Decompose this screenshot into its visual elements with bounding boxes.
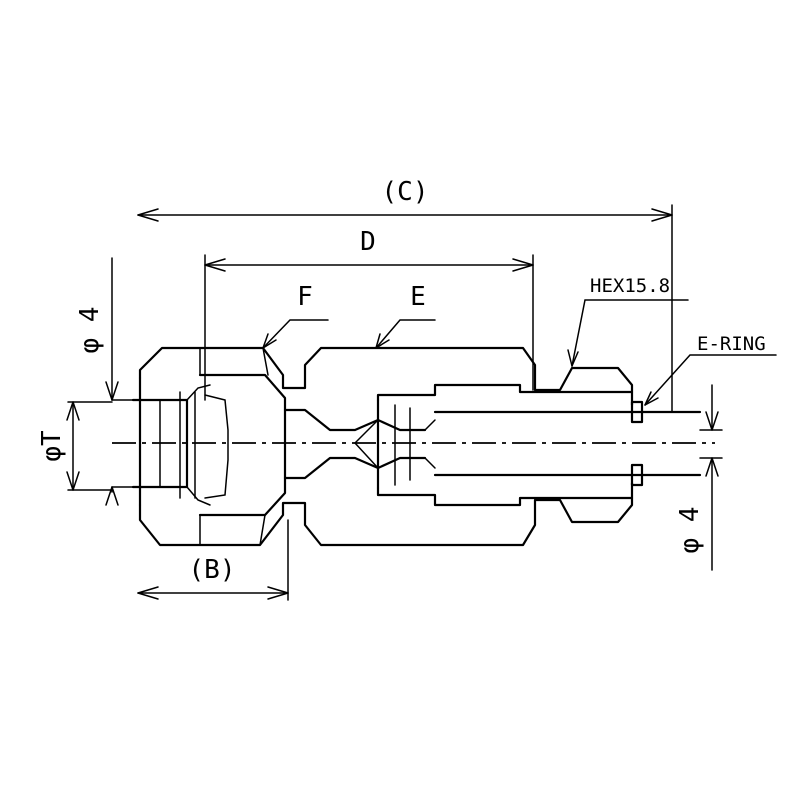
- dimension-phiT: φT: [37, 401, 113, 491]
- ering-callout: E-RING: [644, 333, 777, 406]
- leader-f: F: [262, 282, 329, 349]
- phi4-left-label: φ 4: [75, 307, 105, 354]
- left-nut-edges: [199, 347, 269, 546]
- ering-label: E-RING: [697, 333, 766, 355]
- dimension-d: D: [204, 227, 534, 401]
- inner-seat: [283, 408, 427, 480]
- dimension-c: (C): [137, 177, 673, 413]
- dimension-phi4-right: φ 4: [675, 384, 723, 571]
- label-f: F: [297, 282, 313, 312]
- dimension-b-label: (B): [189, 555, 236, 585]
- hex-label: HEX15.8: [590, 275, 670, 297]
- dimension-phi4-left: φ 4: [75, 257, 141, 506]
- dimension-b: (B): [137, 519, 289, 601]
- phi4-right-label: φ 4: [675, 507, 705, 554]
- dimension-c-label: (C): [382, 177, 429, 207]
- leader-e: E: [375, 282, 436, 349]
- adapter-body: [376, 383, 702, 507]
- dimension-d-label: D: [360, 227, 376, 257]
- ferrule: [131, 373, 287, 517]
- phiT-label: φT: [37, 430, 67, 462]
- e-ring: [630, 400, 644, 487]
- hex-callout: HEX15.8: [567, 275, 689, 367]
- label-e: E: [410, 282, 426, 312]
